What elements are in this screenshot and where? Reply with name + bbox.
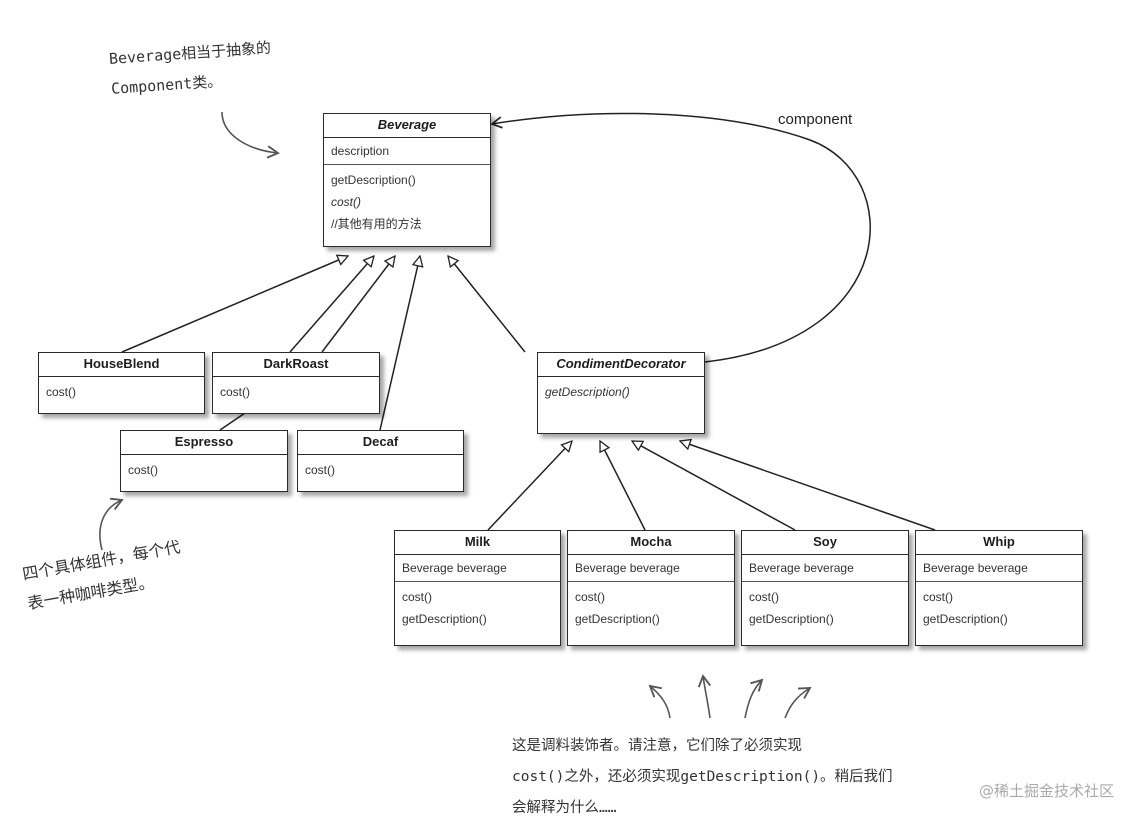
inherit-darkroast bbox=[289, 256, 374, 353]
method: getDescription() bbox=[575, 612, 660, 626]
field-section: Beverage beverage bbox=[395, 555, 560, 582]
inherit-milk bbox=[487, 441, 572, 531]
field: Beverage beverage bbox=[923, 561, 1028, 575]
class-darkroast: DarkRoast cost() bbox=[212, 352, 380, 414]
method-section: cost() getDescription() bbox=[916, 582, 1082, 634]
field: Beverage beverage bbox=[402, 561, 507, 575]
method: getDescription() bbox=[331, 173, 416, 187]
class-mocha: Mocha Beverage beverage cost() getDescri… bbox=[567, 530, 735, 646]
inherit-mocha bbox=[599, 441, 646, 531]
component-label: component bbox=[778, 111, 853, 128]
decorator-note: 这是调料装饰者。请注意，它们除了必须实现 cost()之外，还必须实现getDe… bbox=[512, 731, 893, 824]
class-name: Milk bbox=[395, 531, 560, 555]
method-section: cost() bbox=[298, 455, 463, 485]
class-name: Mocha bbox=[568, 531, 734, 555]
class-name: Decaf bbox=[298, 431, 463, 455]
note-line: 这是调料装饰者。请注意，它们除了必须实现 bbox=[512, 738, 802, 754]
method: cost() bbox=[331, 195, 361, 209]
class-name: CondimentDecorator bbox=[538, 353, 704, 377]
field-section: Beverage beverage bbox=[742, 555, 908, 582]
class-beverage: Beverage description getDescription() co… bbox=[323, 113, 491, 247]
class-name: HouseBlend bbox=[39, 353, 204, 377]
class-name: Whip bbox=[916, 531, 1082, 555]
class-name: Soy bbox=[742, 531, 908, 555]
method: cost() bbox=[305, 463, 335, 477]
method: //其他有用的方法 bbox=[331, 217, 422, 231]
method: cost() bbox=[220, 385, 250, 399]
decorator-note-arrow-2 bbox=[697, 674, 712, 719]
class-name: DarkRoast bbox=[213, 353, 379, 377]
class-milk: Milk Beverage beverage cost() getDescrip… bbox=[394, 530, 561, 646]
field: Beverage beverage bbox=[575, 561, 680, 575]
inherit-condiment-decorator bbox=[448, 256, 526, 353]
concrete-note-arrow bbox=[99, 497, 124, 551]
method-section: cost() getDescription() bbox=[742, 582, 908, 634]
beverage-note-arrow bbox=[221, 111, 280, 159]
method-section: cost() getDescription() bbox=[395, 582, 560, 634]
method: getDescription() bbox=[923, 612, 1008, 626]
method: cost() bbox=[128, 463, 158, 477]
decorator-note-arrow-3 bbox=[744, 678, 764, 719]
inherit-soy bbox=[632, 441, 796, 531]
note-line: cost()之外，还必须实现getDescription()。稍后我们 bbox=[512, 769, 893, 785]
inherit-houseblend bbox=[121, 256, 348, 353]
method: cost() bbox=[923, 590, 953, 604]
field: Beverage beverage bbox=[749, 561, 854, 575]
class-decaf: Decaf cost() bbox=[297, 430, 464, 492]
class-name: Espresso bbox=[121, 431, 287, 455]
class-soy: Soy Beverage beverage cost() getDescript… bbox=[741, 530, 909, 646]
inherit-decaf bbox=[379, 256, 420, 431]
method-section: cost() getDescription() bbox=[568, 582, 734, 634]
method: cost() bbox=[575, 590, 605, 604]
class-espresso: Espresso cost() bbox=[120, 430, 288, 492]
inherit-whip bbox=[680, 441, 936, 531]
decorator-note-arrow-1 bbox=[648, 684, 671, 719]
method: getDescription() bbox=[749, 612, 834, 626]
field: description bbox=[331, 144, 390, 158]
method: cost() bbox=[46, 385, 76, 399]
method-section: cost() bbox=[213, 377, 379, 407]
method-section: getDescription() bbox=[538, 377, 704, 407]
decorator-note-arrow-4 bbox=[784, 686, 812, 719]
component-association-arc bbox=[490, 112, 871, 363]
field-section: description bbox=[324, 138, 490, 165]
method: getDescription() bbox=[545, 385, 630, 399]
field-section: Beverage beverage bbox=[916, 555, 1082, 582]
method-section: getDescription() cost() //其他有用的方法 bbox=[324, 165, 490, 239]
method: cost() bbox=[749, 590, 779, 604]
method: cost() bbox=[402, 590, 432, 604]
class-houseblend: HouseBlend cost() bbox=[38, 352, 205, 414]
class-condiment-decorator: CondimentDecorator getDescription() bbox=[537, 352, 705, 434]
site-watermark: @稀土掘金技术社区 bbox=[978, 782, 1114, 800]
class-whip: Whip Beverage beverage cost() getDescrip… bbox=[915, 530, 1083, 646]
method: getDescription() bbox=[402, 612, 487, 626]
beverage-note: Beverage相当于抽象的 Component类。 bbox=[108, 33, 274, 104]
note-line: 会解释为什么…… bbox=[512, 800, 617, 816]
inherit-espresso bbox=[321, 256, 395, 353]
espresso-connector bbox=[219, 412, 246, 431]
method-section: cost() bbox=[121, 455, 287, 485]
field-section: Beverage beverage bbox=[568, 555, 734, 582]
method-section: cost() bbox=[39, 377, 204, 407]
class-name: Beverage bbox=[324, 114, 490, 138]
